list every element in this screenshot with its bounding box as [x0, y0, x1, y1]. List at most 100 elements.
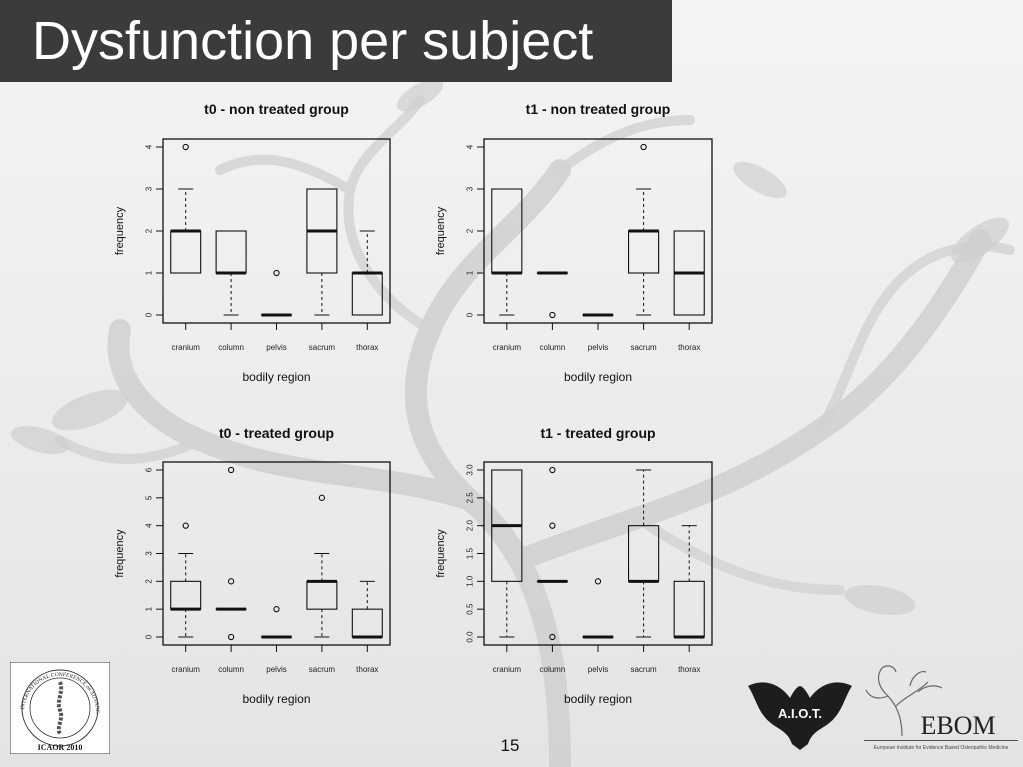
- box-thorax: [673, 525, 705, 639]
- slide-title: Dysfunction per subject: [0, 0, 672, 82]
- y-tick-label: 3: [466, 186, 475, 191]
- plot-frame: [483, 461, 713, 646]
- outlier-point: [273, 606, 280, 613]
- iqr-box: [351, 272, 383, 316]
- outlier-point: [227, 466, 235, 474]
- outlier-point: [318, 494, 326, 501]
- x-tick-label: cranium: [493, 343, 522, 352]
- box-sacrum: [306, 188, 338, 316]
- boxplot-panel: t0 - treated group0123456frequencycraniu…: [114, 425, 391, 706]
- y-tick-label: 1: [145, 606, 154, 611]
- outlier-point: [227, 633, 235, 641]
- x-tick-label: pelvis: [588, 665, 608, 674]
- box-sacrum: [306, 494, 338, 638]
- y-tick-label: 6: [145, 467, 154, 472]
- box-pelvis: [582, 578, 614, 639]
- plot-frame: [162, 461, 391, 646]
- y-axis-label: frequency: [114, 206, 126, 255]
- outlier-point: [273, 269, 280, 277]
- y-axis-label: frequency: [114, 529, 126, 578]
- icaor-seal-logo: INTERNATIONAL CONFERENCE on ADVANCES in …: [10, 662, 110, 754]
- outlier-point: [549, 633, 556, 641]
- y-tick-label: 0: [466, 312, 475, 317]
- box-cranium: [491, 469, 523, 638]
- y-tick-label: 0: [145, 312, 154, 317]
- y-tick-label: 4: [145, 144, 154, 149]
- y-tick-label: 0: [145, 634, 154, 639]
- y-tick-label: 2: [145, 228, 154, 233]
- y-axis-label: frequency: [435, 529, 447, 578]
- y-tick-label: 2: [145, 579, 154, 584]
- x-tick-label: pelvis: [266, 343, 286, 352]
- iqr-box: [170, 230, 202, 274]
- x-tick-label: sacrum: [309, 343, 336, 352]
- boxplot-panel: t0 - non treated group 0 1 2 3 4 frequency cran…: [114, 101, 391, 384]
- x-tick-label: column: [540, 343, 566, 352]
- y-tick-label: 3: [145, 551, 154, 556]
- outlier-point: [182, 143, 189, 151]
- x-axis-label: bodily region: [564, 692, 632, 706]
- y-tick-label: 2: [466, 228, 475, 233]
- y-tick-label: 0.0: [466, 631, 475, 643]
- x-tick-label: pelvis: [266, 665, 286, 674]
- iqr-box: [306, 580, 338, 610]
- box-thorax: [673, 230, 705, 316]
- y-tick-label: 1.5: [466, 547, 475, 559]
- x-tick-label: column: [218, 343, 244, 352]
- chart-title: t1 - treated group: [540, 425, 655, 441]
- x-tick-label: cranium: [171, 343, 200, 352]
- x-tick-label: thorax: [678, 665, 700, 674]
- x-tick-label: cranium: [493, 665, 522, 674]
- y-tick-label: 1: [145, 270, 154, 275]
- iqr-box: [491, 188, 523, 274]
- box-cranium: [491, 188, 523, 316]
- box-sacrum: [628, 469, 660, 638]
- boxplot-panel: t1 - non treated group01234frequencycran…: [435, 101, 713, 384]
- x-tick-label: column: [218, 665, 244, 674]
- outlier-point: [640, 143, 647, 151]
- box-cranium: [170, 522, 202, 638]
- y-tick-label: 1.0: [466, 575, 475, 587]
- y-axis-label: frequency: [435, 206, 447, 255]
- ebom-subtitle: European Institute for Evidence Based Os…: [874, 745, 1009, 751]
- y-tick-label: 0.5: [466, 603, 475, 615]
- outlier-point: [549, 311, 556, 319]
- outlier-point: [549, 466, 556, 474]
- y-tick-label: 2.5: [466, 492, 475, 504]
- chart-title: t1 - non treated group: [526, 101, 671, 117]
- box-pelvis: [260, 269, 293, 317]
- box-sacrum: [628, 143, 660, 316]
- box-cranium: [170, 143, 202, 274]
- y-tick-label: 1: [466, 270, 475, 275]
- boxplot-panel: t1 - treated group0.00.51.01.52.02.53.0f…: [435, 425, 713, 706]
- x-tick-label: thorax: [678, 343, 700, 352]
- outlier-point: [182, 522, 189, 529]
- ebom-label: EBOM: [920, 711, 995, 740]
- box-thorax: [351, 230, 383, 316]
- x-axis-label: bodily region: [242, 692, 310, 706]
- box-column: [215, 466, 247, 641]
- x-axis-label: bodily region: [564, 370, 632, 384]
- box-pelvis: [260, 606, 293, 639]
- iqr-box: [673, 580, 705, 638]
- aiot-label: A.I.O.T.: [778, 706, 822, 721]
- box-column: [215, 230, 247, 316]
- iqr-box: [170, 580, 202, 610]
- x-tick-label: sacrum: [630, 665, 657, 674]
- icaor-label: ICAOR 2010: [38, 743, 83, 752]
- chart-title: t0 - non treated group: [204, 101, 349, 117]
- x-tick-label: thorax: [356, 343, 378, 352]
- iqr-box: [215, 230, 247, 274]
- chart-title: t0 - treated group: [219, 425, 334, 441]
- outlier-point: [227, 578, 235, 585]
- box-column: [536, 466, 568, 641]
- y-tick-label: 5: [145, 495, 154, 500]
- x-tick-label: pelvis: [588, 343, 608, 352]
- aiot-logo: A.I.O.T.: [748, 682, 852, 750]
- y-tick-label: 3: [145, 186, 154, 191]
- x-tick-label: sacrum: [309, 665, 336, 674]
- outlier-point: [549, 522, 556, 529]
- y-tick-label: 2.0: [466, 520, 475, 532]
- x-tick-label: column: [540, 665, 566, 674]
